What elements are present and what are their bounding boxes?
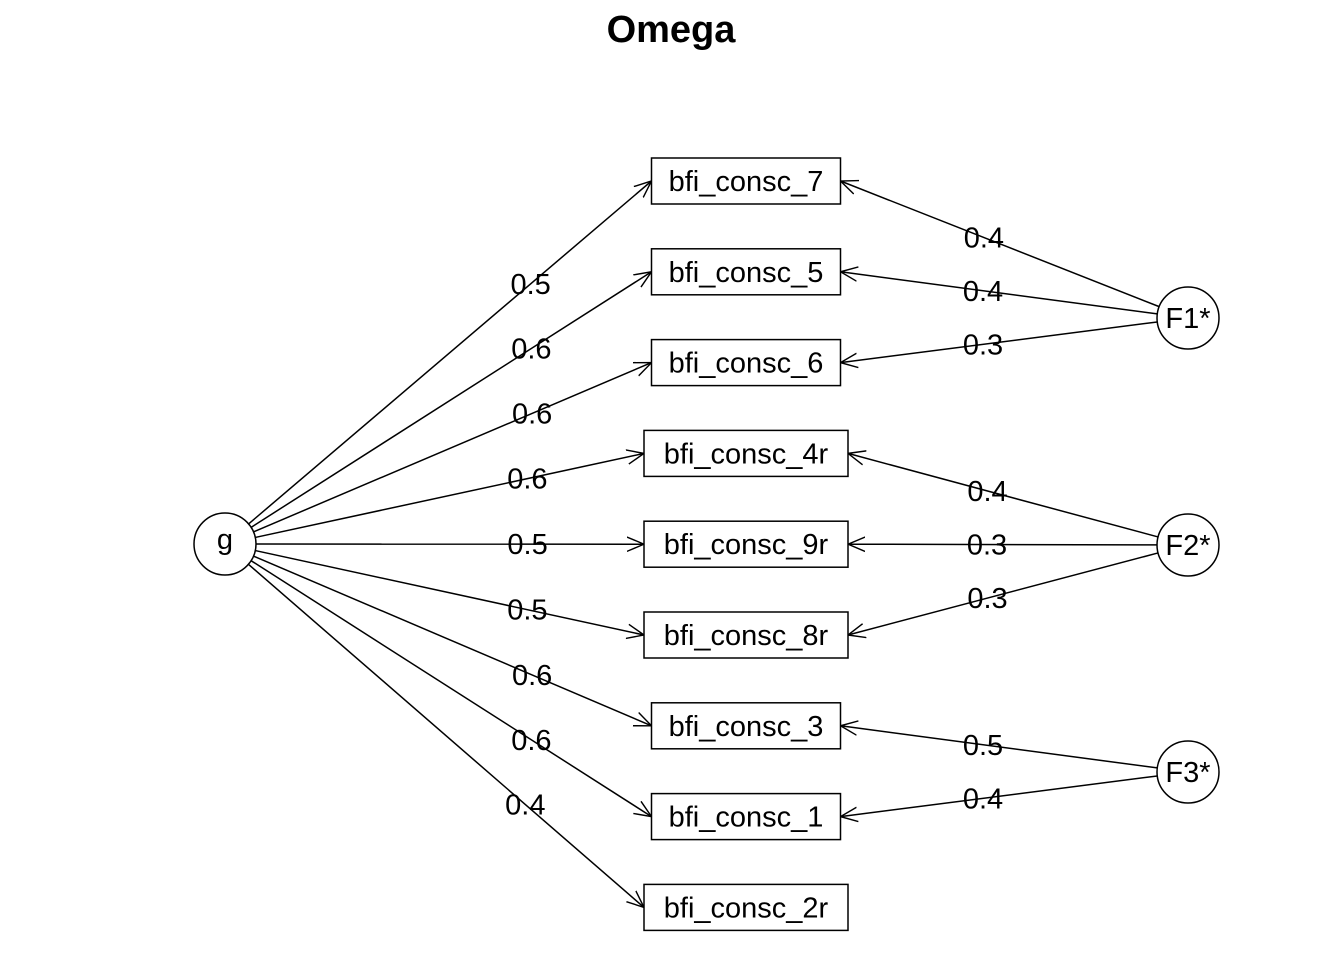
item-node: bfi_consc_4r (643, 429, 849, 478)
group-factor-label: F1* (1165, 303, 1210, 335)
item-label: bfi_consc_4r (664, 438, 829, 470)
item-node: bfi_consc_8r (643, 611, 849, 659)
edge-labels: 0.5 0.6 0.6 0.6 0.5 0.5 0.6 0.6 0.4 0.4 0.4 0.3 0.4 0… (505, 223, 1008, 822)
general-loading-arrow (253, 555, 652, 726)
group-loading-arrow (848, 552, 1159, 635)
group-loading-arrow (841, 775, 1158, 817)
general-loading-value: 0.6 (512, 398, 552, 430)
item-label: bfi_consc_1 (669, 802, 824, 834)
group-factor-label: F3* (1165, 757, 1210, 789)
item-node: bfi_consc_2r (643, 883, 849, 932)
item-box (650, 338, 842, 387)
group-factor-circle (1156, 513, 1220, 577)
general-loading-value: 0.4 (505, 789, 545, 821)
item-label: bfi_consc_5 (669, 257, 824, 289)
general-loading-arrow (248, 181, 652, 525)
item-label: bfi_consc_8r (664, 620, 829, 652)
general-loading-arrow (255, 453, 644, 539)
general-loading-arrow (247, 563, 644, 907)
general-loading-value: 0.5 (507, 595, 547, 627)
item-label: bfi_consc_7 (669, 166, 824, 198)
group-loading-value: 0.4 (963, 276, 1003, 308)
item-box (650, 157, 842, 205)
group-loading-arrow (841, 272, 1158, 315)
item-node: bfi_consc_7 (650, 157, 842, 205)
group-factor-node: F3* (1156, 740, 1220, 804)
item-box (650, 792, 842, 841)
item-box (650, 702, 842, 750)
diagram-title: Omega (607, 9, 737, 51)
item-box (650, 248, 842, 296)
item-label: bfi_consc_9r (664, 529, 829, 561)
item-box (643, 520, 849, 568)
item-label: bfi_consc_3 (669, 711, 824, 743)
group-loading-arrow (848, 453, 1159, 538)
general-loading-value: 0.6 (512, 660, 552, 692)
item-node: bfi_consc_3 (650, 702, 842, 750)
item-box (643, 611, 849, 659)
group-factor-node: F2* (1156, 513, 1220, 577)
nodes: bfi_consc_7 bfi_consc_5 bfi_consc_6 bfi_con… (193, 157, 1220, 932)
general-loading-value: 0.6 (511, 333, 551, 365)
general-factor-circle (193, 512, 257, 576)
general-loading-value: 0.6 (511, 725, 551, 757)
general-factor-node: g (193, 512, 257, 576)
item-node: bfi_consc_5 (650, 248, 842, 296)
group-factor-label: F2* (1165, 530, 1210, 562)
group-loading-value: 0.3 (967, 583, 1007, 615)
item-node: bfi_consc_9r (643, 520, 849, 568)
general-loading-arrow (255, 549, 644, 635)
item-label: bfi_consc_2r (664, 892, 829, 924)
general-loading-value: 0.5 (510, 269, 550, 301)
general-loading-value: 0.6 (507, 464, 547, 496)
group-factor-circle (1156, 740, 1220, 804)
item-node: bfi_consc_6 (650, 338, 842, 387)
group-loading-arrow (841, 726, 1158, 769)
group-loading-value: 0.4 (967, 476, 1007, 508)
group-loading-arrow (841, 181, 1160, 308)
general-factor-label: g (217, 524, 233, 556)
general-loading-arrow (253, 363, 652, 533)
general-loading-value: 0.5 (507, 529, 547, 561)
group-loading-value: 0.3 (963, 329, 1003, 361)
item-box (643, 429, 849, 478)
general-loading-arrow (250, 272, 651, 528)
group-loading-value: 0.4 (964, 223, 1004, 255)
item-box (643, 883, 849, 932)
group-loading-arrow (841, 321, 1158, 363)
edges (247, 181, 1160, 907)
group-factor-circle (1156, 286, 1220, 350)
group-loading-value: 0.3 (967, 530, 1007, 562)
general-loading-arrow (250, 560, 651, 817)
group-loading-value: 0.4 (963, 783, 1003, 815)
group-loading-value: 0.5 (963, 730, 1003, 762)
item-node: bfi_consc_1 (650, 792, 842, 841)
group-factor-node: F1* (1156, 286, 1220, 350)
group-loading-arrow (848, 544, 1158, 545)
item-label: bfi_consc_6 (669, 348, 824, 380)
